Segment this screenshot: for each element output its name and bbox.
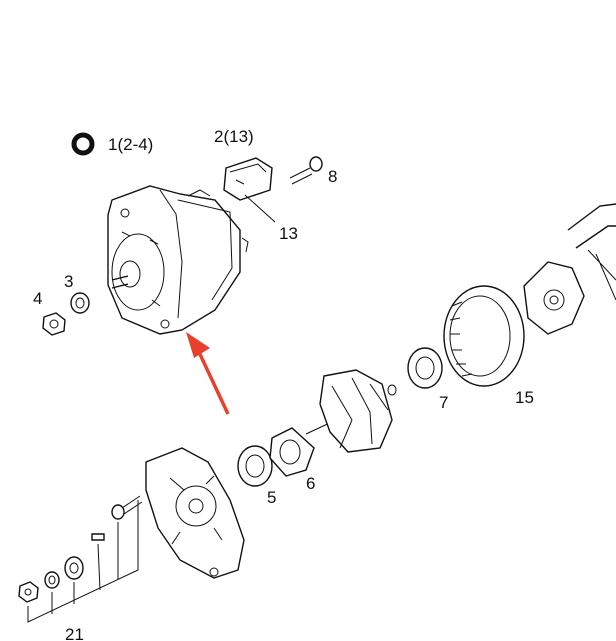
callout-6: 6 xyxy=(306,474,315,493)
callout-8: 8 xyxy=(328,167,337,186)
bolt-part[interactable] xyxy=(111,495,143,520)
callout-13: 13 xyxy=(279,224,298,243)
bearing-part-7[interactable] xyxy=(407,347,443,389)
front-bracket[interactable] xyxy=(145,447,245,579)
regulator-part-2[interactable] xyxy=(223,157,273,201)
callout-2: 2(13) xyxy=(214,127,254,146)
rotor[interactable] xyxy=(305,369,397,453)
washer-part-3[interactable] xyxy=(70,292,90,314)
leader-bracket-21 xyxy=(27,500,139,623)
callout-3: 3 xyxy=(64,272,73,291)
screw-part-8[interactable] xyxy=(289,156,323,185)
assembly-marker-ring xyxy=(71,132,95,156)
rectifier[interactable] xyxy=(523,261,585,335)
callout-4: 4 xyxy=(33,289,42,308)
callout-7: 7 xyxy=(439,393,448,412)
rear-cover[interactable] xyxy=(567,203,616,301)
callout-21: 21 xyxy=(65,625,84,641)
nut-part-4[interactable] xyxy=(42,312,66,336)
washer-small[interactable] xyxy=(44,571,60,589)
callout-5: 5 xyxy=(267,488,276,507)
alternator-housing[interactable] xyxy=(107,185,249,335)
key-part[interactable] xyxy=(91,533,105,541)
callout-15: 15 xyxy=(515,388,534,407)
washer-large[interactable] xyxy=(64,556,84,580)
retainer-plate-part-6[interactable] xyxy=(269,427,315,477)
nut-small[interactable] xyxy=(18,581,39,603)
stator-part-15[interactable] xyxy=(443,285,525,387)
red-arrow xyxy=(186,332,230,415)
leader-line-13 xyxy=(244,194,276,223)
bearing-part-5[interactable] xyxy=(237,445,273,487)
callout-1: 1(2-4) xyxy=(108,135,153,154)
